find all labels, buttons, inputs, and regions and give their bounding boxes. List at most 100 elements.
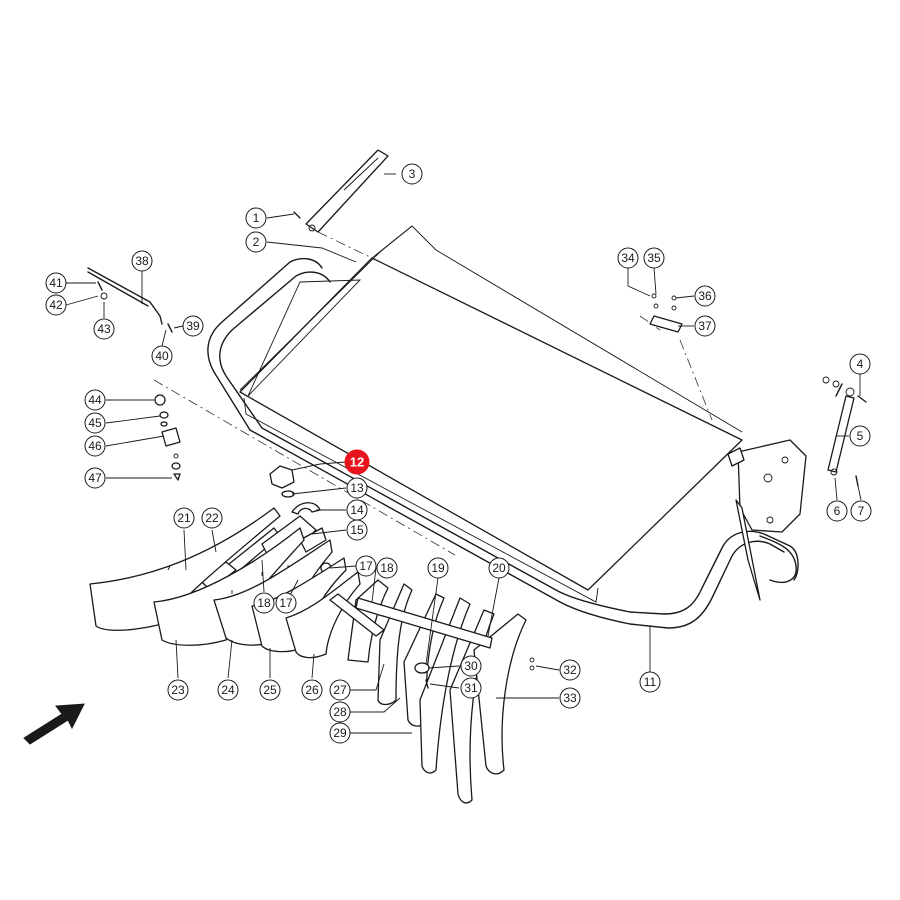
callout-24[interactable]: 24: [217, 679, 239, 701]
callout-45[interactable]: 45: [84, 412, 106, 434]
callout-35[interactable]: 35: [643, 247, 665, 269]
callout-44[interactable]: 44: [84, 389, 106, 411]
callout-22[interactable]: 22: [201, 507, 223, 529]
leader-lines: [65, 173, 862, 734]
svg-text:23: 23: [171, 683, 185, 697]
svg-text:15: 15: [350, 523, 364, 537]
cross-bar: [329, 593, 535, 689]
callout-18-lower[interactable]: 18: [253, 592, 275, 614]
callout-15[interactable]: 15: [346, 519, 368, 541]
callout-41[interactable]: 41: [45, 272, 67, 294]
callout-34[interactable]: 34: [617, 247, 639, 269]
svg-text:14: 14: [350, 503, 364, 517]
callout-38[interactable]: 38: [131, 250, 153, 272]
svg-text:39: 39: [186, 319, 200, 333]
svg-text:32: 32: [563, 663, 577, 677]
svg-text:36: 36: [698, 289, 712, 303]
hinge-rail: [293, 149, 389, 233]
svg-text:41: 41: [49, 276, 63, 290]
callout-11[interactable]: 11: [639, 671, 661, 693]
callout-28[interactable]: 28: [329, 701, 351, 723]
callout-31[interactable]: 31: [460, 677, 482, 699]
callout-21[interactable]: 21: [173, 507, 195, 529]
callout-39[interactable]: 39: [182, 315, 204, 337]
callout-29[interactable]: 29: [329, 722, 351, 744]
callout-labels: 1 2 3 4 5 6 7 11 12 13 14 15 17 17 18 18…: [45, 163, 872, 744]
svg-text:3: 3: [409, 167, 416, 181]
callout-14[interactable]: 14: [346, 499, 368, 521]
callout-12[interactable]: 12: [344, 449, 370, 475]
callout-17-lower[interactable]: 17: [275, 592, 297, 614]
callout-1[interactable]: 1: [245, 207, 267, 229]
svg-text:42: 42: [49, 298, 63, 312]
callout-17-upper[interactable]: 17: [355, 555, 377, 577]
svg-text:21: 21: [177, 511, 191, 525]
svg-text:33: 33: [563, 691, 577, 705]
svg-text:29: 29: [333, 726, 347, 740]
svg-text:31: 31: [464, 681, 478, 695]
svg-text:37: 37: [698, 319, 712, 333]
svg-text:35: 35: [647, 251, 661, 265]
blade-set: [347, 579, 527, 804]
direction-arrow-icon: [23, 703, 85, 745]
callout-36[interactable]: 36: [694, 285, 716, 307]
hinge-bracket: [727, 439, 807, 601]
svg-text:12: 12: [350, 455, 364, 470]
callout-19[interactable]: 19: [427, 557, 449, 579]
callout-27[interactable]: 27: [329, 679, 351, 701]
flap-set: [89, 507, 361, 659]
svg-text:27: 27: [333, 683, 347, 697]
svg-text:17: 17: [359, 559, 373, 573]
callout-33[interactable]: 33: [559, 687, 581, 709]
callout-32[interactable]: 32: [559, 659, 581, 681]
svg-text:11: 11: [644, 675, 657, 689]
svg-text:44: 44: [88, 393, 102, 407]
callout-23[interactable]: 23: [167, 679, 189, 701]
svg-text:28: 28: [333, 705, 347, 719]
callout-3[interactable]: 3: [401, 163, 423, 185]
callout-43[interactable]: 43: [93, 318, 115, 340]
svg-text:46: 46: [88, 439, 102, 453]
svg-text:20: 20: [492, 561, 506, 575]
svg-text:7: 7: [858, 504, 865, 518]
callout-20[interactable]: 20: [488, 557, 510, 579]
callout-13[interactable]: 13: [346, 477, 368, 499]
svg-text:6: 6: [834, 504, 841, 518]
callout-2[interactable]: 2: [245, 231, 267, 253]
callout-6[interactable]: 6: [826, 500, 848, 522]
callout-42[interactable]: 42: [45, 294, 67, 316]
hood-panel: [239, 225, 743, 603]
svg-text:34: 34: [621, 251, 635, 265]
svg-text:17: 17: [279, 596, 293, 610]
svg-text:4: 4: [857, 357, 864, 371]
callout-4[interactable]: 4: [849, 353, 871, 375]
svg-text:38: 38: [135, 254, 149, 268]
callout-25[interactable]: 25: [259, 679, 281, 701]
svg-text:47: 47: [88, 471, 102, 485]
frame-tube: [207, 257, 799, 629]
svg-text:1: 1: [253, 211, 260, 225]
callout-7[interactable]: 7: [850, 500, 872, 522]
svg-text:2: 2: [253, 235, 260, 249]
svg-text:22: 22: [205, 511, 219, 525]
svg-text:5: 5: [857, 429, 864, 443]
svg-text:18: 18: [257, 596, 271, 610]
callout-47[interactable]: 47: [84, 467, 106, 489]
svg-text:13: 13: [350, 481, 364, 495]
svg-text:19: 19: [431, 561, 445, 575]
latch-parts: [154, 394, 181, 481]
callout-46[interactable]: 46: [84, 435, 106, 457]
gas-strut: [822, 376, 867, 487]
callout-37[interactable]: 37: [694, 315, 716, 337]
callout-18-upper[interactable]: 18: [376, 557, 398, 579]
svg-text:40: 40: [155, 349, 169, 363]
callout-5[interactable]: 5: [849, 425, 871, 447]
callout-26[interactable]: 26: [301, 679, 323, 701]
svg-text:43: 43: [97, 322, 111, 336]
svg-text:18: 18: [380, 561, 394, 575]
svg-text:26: 26: [305, 683, 319, 697]
callout-30[interactable]: 30: [460, 655, 482, 677]
callout-40[interactable]: 40: [151, 345, 173, 367]
small-bracket: [649, 293, 683, 333]
